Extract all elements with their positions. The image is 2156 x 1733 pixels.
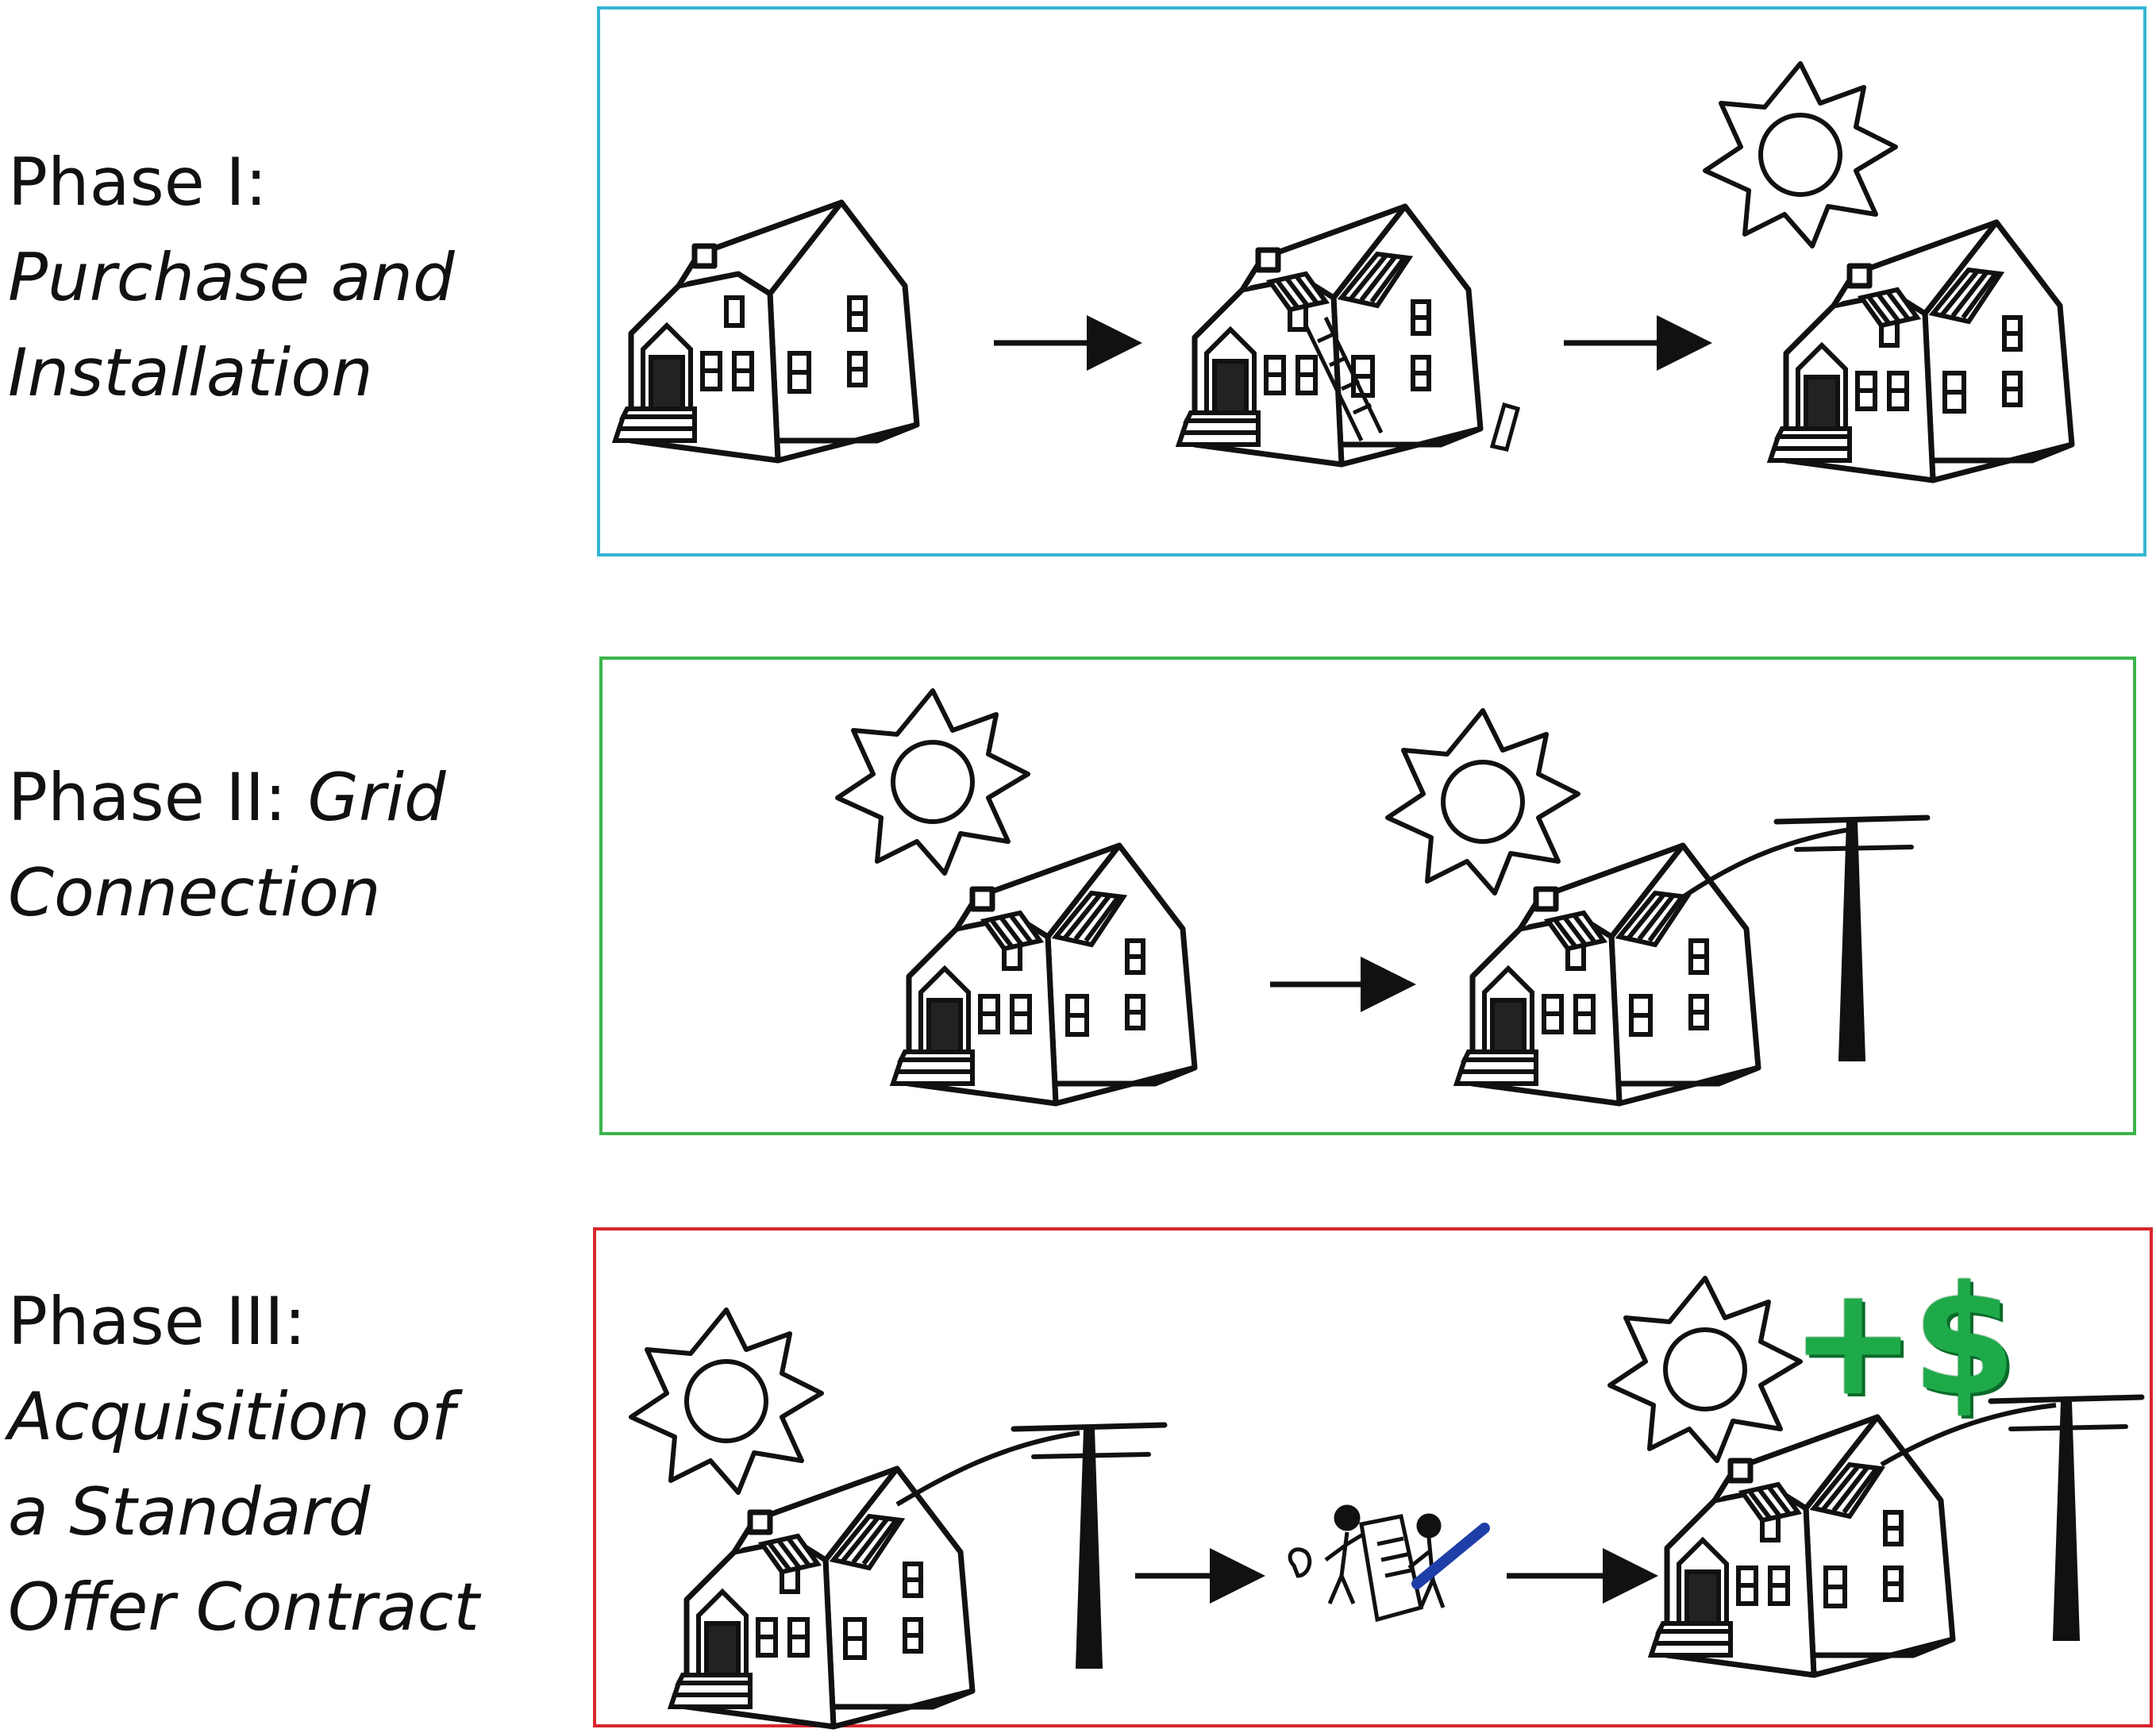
phase-3-profit-house <box>1610 1278 2142 1675</box>
phase-1-house-installing <box>1179 206 1521 464</box>
phase-1-box <box>597 6 2146 556</box>
phase-2-title-line-2: Connection <box>8 854 381 931</box>
phase-2-box <box>599 657 2136 1135</box>
phase-3-connected-house <box>631 1310 1165 1727</box>
phase-1-house-plain <box>615 202 917 460</box>
contract-signing-icon <box>1288 1504 1490 1623</box>
phase-3-title-line-1: Acquisition of <box>8 1378 455 1455</box>
phase-2-title-word: Grid <box>307 759 446 836</box>
phase-1-number: Phase I: <box>8 144 268 221</box>
phase-3-number: Phase III: <box>8 1283 306 1360</box>
phase-2-label: Phase II: Grid Connection <box>8 750 446 941</box>
phase-1-solar-house <box>1705 64 2072 480</box>
phase-1-title-line-1: Purchase and <box>8 239 455 316</box>
phase-2-title-line-1: Phase II: Grid <box>8 750 446 845</box>
profit-badge: +$ <box>1790 1254 2016 1429</box>
phase-2-solar-house <box>837 691 1195 1103</box>
phase-3-box <box>593 1227 2153 1727</box>
phase-3-label: Phase III: Acquisition of a Standard Off… <box>8 1274 479 1655</box>
phase-2-number: Phase II: <box>8 759 287 836</box>
phase-3-title-line-3: Offer Contract <box>8 1569 479 1646</box>
phase-1-title-line-2: Installation <box>8 334 373 411</box>
phase-3-title-line-2: a Standard <box>8 1473 371 1550</box>
phase-1-label: Phase I: Purchase and Installation <box>8 135 455 421</box>
phase-2-connected-house <box>1388 711 1927 1103</box>
